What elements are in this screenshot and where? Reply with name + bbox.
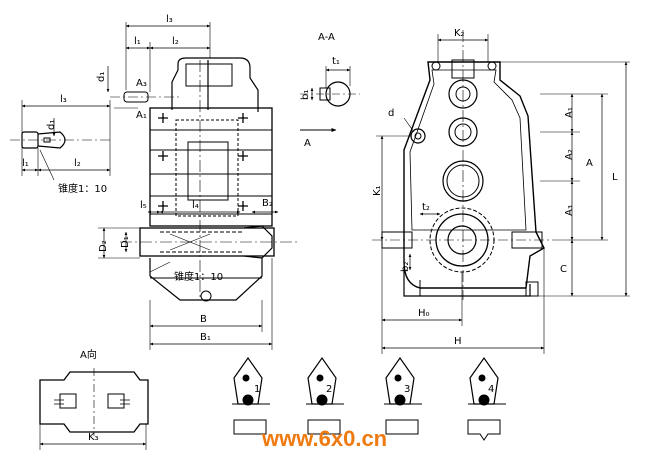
label-k2: K₂ xyxy=(454,28,465,39)
label-k1: K₁ xyxy=(372,185,383,196)
label-a3-side: A₃ xyxy=(564,205,575,216)
label-l2-left: l₂ xyxy=(74,158,81,169)
label-b: B xyxy=(200,314,207,325)
label-k3: K₃ xyxy=(88,432,99,443)
front-view xyxy=(98,22,298,350)
label-arrow-a: A xyxy=(304,138,311,149)
front-top-lug xyxy=(171,57,259,112)
label-a2-side: A₂ xyxy=(564,149,575,160)
mounting-position-1 xyxy=(232,356,270,435)
label-position-4: 4 xyxy=(488,384,494,395)
label-d1-top: d₁ xyxy=(96,72,107,82)
mounting-position-3 xyxy=(384,356,422,435)
front-base xyxy=(149,258,263,301)
label-t2: t₂ xyxy=(422,202,430,213)
label-l4: l₄ xyxy=(192,200,199,211)
front-top-boss xyxy=(185,63,233,87)
label-view-a: A向 xyxy=(80,348,97,361)
label-D1: D₁ xyxy=(120,236,131,248)
label-b1: B₁ xyxy=(200,332,211,343)
shaft-detail xyxy=(10,100,111,181)
front-housing xyxy=(149,107,273,227)
label-l3-left: l₃ xyxy=(60,94,67,105)
mounting-position-2 xyxy=(306,356,344,435)
label-l1-top: l₁ xyxy=(134,36,141,47)
label-position-1: 1 xyxy=(254,384,260,395)
label-a3: A₃ xyxy=(136,78,147,89)
mounting-position-4 xyxy=(467,356,506,441)
label-c: C xyxy=(560,264,567,275)
label-a1: A₁ xyxy=(136,110,147,121)
label-l-side: L xyxy=(612,172,618,183)
label-h: H xyxy=(454,336,462,347)
label-taper-left: 锥度1：10 xyxy=(58,182,107,195)
label-l5: l₅ xyxy=(140,200,147,211)
label-l1-left: l₁ xyxy=(22,158,29,169)
label-a1-side: A₁ xyxy=(564,107,575,118)
label-position-3: 3 xyxy=(404,384,410,395)
label-section-aa: A-A xyxy=(318,32,335,43)
label-l3-top: l₃ xyxy=(166,14,173,25)
label-l2-top: l₂ xyxy=(172,36,179,47)
label-D2: D₂ xyxy=(98,240,109,252)
label-b2-side: b₂ xyxy=(400,262,411,272)
view-a-direction xyxy=(39,368,149,450)
label-a-side: A xyxy=(586,158,593,169)
label-d1-left: d₁ xyxy=(46,120,57,130)
label-b1-section: b₁ xyxy=(300,90,311,100)
side-view xyxy=(372,30,630,354)
label-h0: H₀ xyxy=(418,308,430,319)
label-b2-front: B₂ xyxy=(262,198,273,209)
label-position-2: 2 xyxy=(326,384,332,395)
section-aa xyxy=(300,66,360,132)
label-t1: t₁ xyxy=(332,56,340,67)
label-taper-front: 锥度1：10 xyxy=(174,270,223,283)
label-d: d xyxy=(388,108,394,119)
watermark: www.6x0.cn xyxy=(261,426,387,451)
side-housing-outline xyxy=(403,61,545,289)
